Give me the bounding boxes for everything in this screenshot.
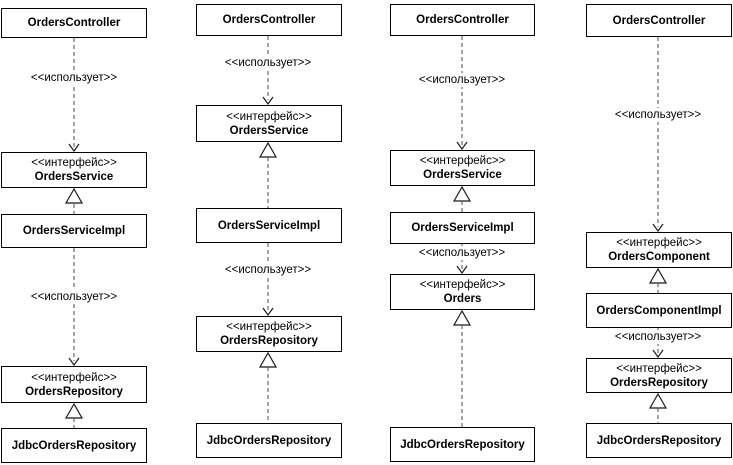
class-name: OrdersController bbox=[27, 17, 121, 29]
interface-box-orders-component: <<интерфейс>> OrdersComponent bbox=[586, 232, 732, 268]
class-name: OrdersRepository bbox=[220, 335, 318, 347]
realization-triangle bbox=[648, 392, 668, 409]
interface-box-orders-repository: <<интерфейс>> OrdersRepository bbox=[586, 358, 732, 393]
class-name: OrdersComponent bbox=[608, 251, 710, 263]
class-name: OrdersServiceImpl bbox=[22, 225, 126, 237]
interface-box-orders-service: <<интерфейс>> OrdersService bbox=[390, 150, 535, 186]
dependency-arrowhead bbox=[456, 141, 468, 151]
dependency-arrowhead bbox=[456, 265, 468, 275]
class-name: OrdersService bbox=[229, 124, 309, 137]
dependency-label: <<использует>> bbox=[416, 73, 508, 87]
dependency-label: <<использует>> bbox=[612, 330, 704, 344]
dependency-label: <<использует>> bbox=[222, 56, 314, 70]
class-box-jdbc-orders-repository: JdbcOrdersRepository bbox=[196, 423, 342, 458]
class-name: OrdersServiceImpl bbox=[411, 222, 514, 234]
dependency-label: <<использует>> bbox=[28, 71, 120, 85]
realization-triangle bbox=[452, 309, 472, 326]
class-box-jdbc-orders-repository: JdbcOrdersRepository bbox=[586, 423, 732, 458]
interface-stereotype: <<интерфейс>> bbox=[419, 279, 506, 291]
dependency-arrowhead bbox=[262, 307, 274, 317]
interface-stereotype: <<интерфейс>> bbox=[226, 321, 312, 333]
realization-triangle bbox=[648, 267, 668, 284]
class-name: OrdersController bbox=[222, 14, 316, 26]
class-box-orders-service-impl: OrdersServiceImpl bbox=[390, 212, 535, 244]
dependency-label: <<использует>> bbox=[612, 108, 704, 122]
class-box-orders-controller: OrdersController bbox=[390, 4, 535, 36]
class-name: OrdersService bbox=[423, 169, 502, 181]
dependency-arrowhead bbox=[652, 223, 664, 233]
interface-stereotype: <<интерфейс>> bbox=[419, 155, 506, 167]
interface-stereotype: <<интерфейс>> bbox=[31, 371, 117, 384]
class-name: OrdersRepository bbox=[25, 385, 123, 398]
interface-stereotype: <<интерфейс>> bbox=[616, 362, 702, 375]
interface-box-orders-service: <<интерфейс>> OrdersService bbox=[1, 152, 147, 188]
dependency-arrowhead bbox=[652, 349, 664, 359]
dependency-label: <<использует>> bbox=[222, 263, 314, 277]
realization-triangle bbox=[258, 141, 278, 158]
realization-triangle bbox=[258, 351, 278, 368]
interface-stereotype: <<интерфейс>> bbox=[31, 157, 117, 169]
class-name: OrdersController bbox=[612, 14, 706, 27]
interface-box-orders: <<интерфейс>> Orders bbox=[390, 274, 535, 310]
interface-box-orders-service: <<интерфейс>> OrdersService bbox=[196, 105, 342, 142]
class-box-orders-controller: OrdersController bbox=[1, 8, 147, 38]
dependency-label: <<использует>> bbox=[28, 290, 120, 304]
interface-box-orders-repository: <<интерфейс>> OrdersRepository bbox=[196, 316, 342, 352]
class-name: JdbcOrdersRepository bbox=[206, 434, 332, 447]
class-name: JdbcOrdersRepository bbox=[400, 438, 525, 451]
class-box-jdbc-orders-repository: JdbcOrdersRepository bbox=[1, 428, 147, 463]
interface-box-orders-repository: <<интерфейс>> OrdersRepository bbox=[1, 366, 147, 403]
class-box-orders-controller: OrdersController bbox=[196, 4, 342, 36]
class-name: OrdersRepository bbox=[610, 376, 708, 389]
class-box-orders-controller: OrdersController bbox=[586, 4, 732, 37]
class-name: OrdersComponentImpl bbox=[596, 304, 722, 317]
realization-triangle bbox=[64, 187, 84, 204]
dependency-arrowhead bbox=[68, 143, 80, 153]
dependency-label: <<использует>> bbox=[416, 246, 508, 260]
class-name: JdbcOrdersRepository bbox=[11, 439, 137, 452]
realization-triangle bbox=[452, 185, 472, 202]
class-box-orders-component-impl: OrdersComponentImpl bbox=[586, 293, 732, 328]
class-box-jdbc-orders-repository: JdbcOrdersRepository bbox=[390, 427, 535, 462]
class-name: JdbcOrdersRepository bbox=[596, 434, 722, 447]
dependency-arrowhead bbox=[262, 96, 274, 106]
class-name: OrdersController bbox=[416, 14, 509, 26]
interface-stereotype: <<интерфейс>> bbox=[226, 110, 312, 123]
realization-triangle bbox=[64, 402, 84, 419]
class-name: OrdersServiceImpl bbox=[217, 219, 321, 232]
class-box-orders-service-impl: OrdersServiceImpl bbox=[196, 208, 342, 243]
dependency-arrowhead bbox=[68, 357, 80, 367]
class-name: OrdersService bbox=[34, 171, 114, 183]
class-name: Orders bbox=[443, 293, 482, 305]
interface-stereotype: <<интерфейс>> bbox=[616, 237, 702, 249]
class-box-orders-service-impl: OrdersServiceImpl bbox=[1, 214, 147, 248]
